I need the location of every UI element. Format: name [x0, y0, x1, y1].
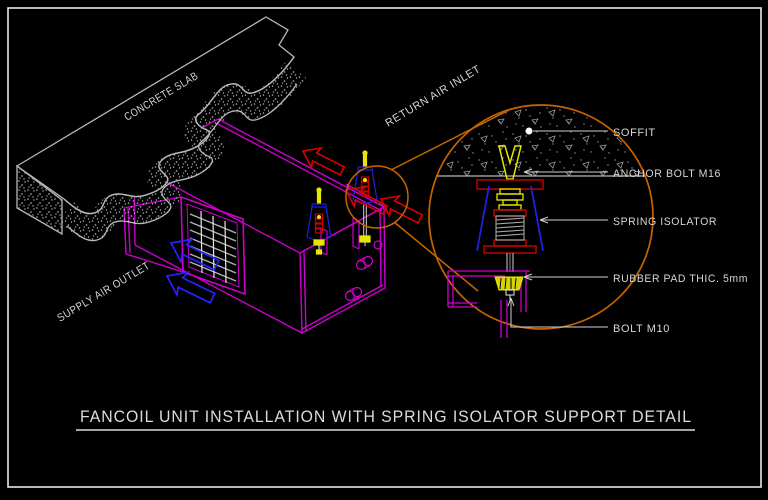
isolator-hanger-rod — [363, 204, 367, 246]
anchor-bolt — [498, 145, 522, 180]
isolator-top-bolt — [316, 187, 322, 205]
isolator-housing-detail — [476, 185, 544, 252]
unit-right-face — [299, 205, 386, 335]
detail-circle — [428, 104, 654, 330]
spring-isolator-left — [306, 187, 332, 255]
soffit-concrete-hatch — [430, 106, 652, 176]
label-anchor-bolt: ANCHOR BOLT M16 — [613, 168, 721, 180]
detail-annotations — [507, 127, 608, 328]
drawing-title: FANCOIL UNIT INSTALLATION WITH SPRING IS… — [80, 407, 692, 426]
label-spring-isolator: SPRING ISOLATOR — [613, 216, 717, 228]
threaded-rod — [506, 253, 514, 272]
isolator-base-pad — [313, 239, 325, 246]
return-air-label: RETURN AIR INLET — [383, 63, 483, 129]
grille-louvers — [189, 210, 237, 284]
callout-source-circle — [345, 165, 409, 229]
anchor-nut-stack — [496, 188, 524, 211]
isolator-top-bolt — [362, 150, 368, 168]
isolator-base-pad — [359, 235, 371, 243]
label-soffit: SOFFIT — [613, 127, 656, 139]
isolator-top-plate — [476, 179, 544, 190]
coil-spring — [495, 215, 525, 241]
isolator-housing — [306, 203, 332, 241]
label-rubber-pad: RUBBER PAD THIC. 5mm — [613, 273, 748, 285]
detail-view — [430, 106, 652, 338]
isolator-spring — [314, 213, 324, 234]
rubber-pad — [494, 276, 524, 291]
pipe-connections — [344, 240, 383, 302]
supply-air-label: SUPPLY AIR OUTLET — [55, 260, 152, 325]
slab-end-face-hatch — [17, 166, 62, 234]
concrete-slab: CONCRETE SLAB — [15, 16, 297, 242]
label-bolt-m10: BOLT M10 — [613, 323, 670, 335]
sheet-border — [7, 7, 762, 488]
spring-isolator-right — [352, 150, 378, 246]
soffit-leader-dot — [525, 127, 533, 135]
